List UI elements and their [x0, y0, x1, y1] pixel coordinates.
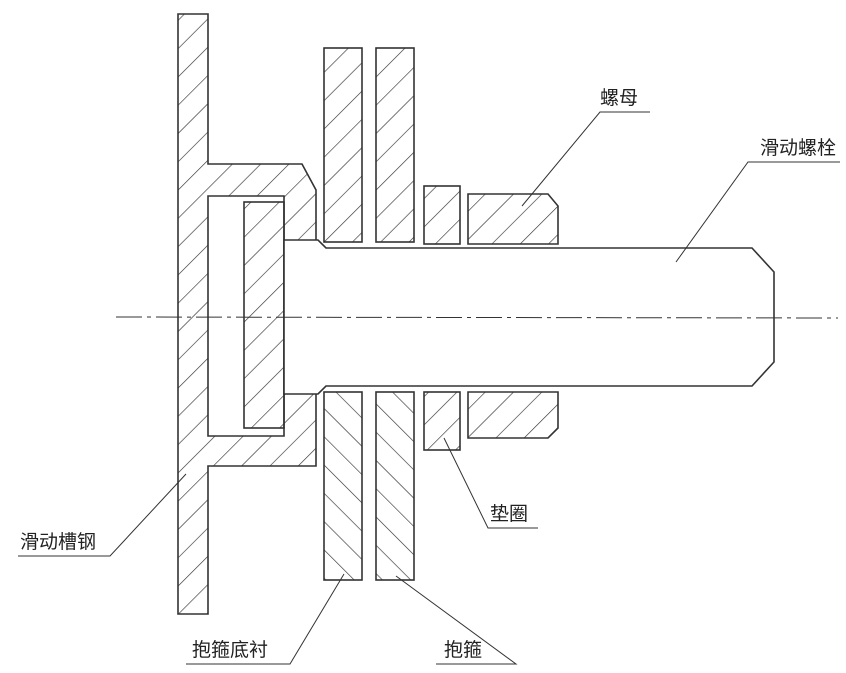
nut-lower	[467, 391, 559, 439]
sliding-channel-steel-label: 滑动槽钢	[20, 531, 96, 553]
hoop-lining-shape	[243, 201, 285, 429]
hoop-leader	[395, 575, 518, 665]
bolt-leader	[675, 161, 840, 263]
washer-upper	[423, 185, 461, 245]
hoop-lining-lower	[323, 391, 363, 581]
hoop-upper	[375, 47, 415, 243]
hoop-lining-leader	[186, 573, 345, 665]
washer-label: 垫圈	[490, 503, 528, 525]
hoop-label: 抱箍	[444, 639, 482, 661]
washer-lower	[423, 391, 461, 451]
nut-upper	[467, 193, 559, 245]
washer-leader	[443, 437, 538, 529]
hoop-lining-upper	[323, 47, 363, 243]
sliding-bolt-label: 滑动螺栓	[760, 137, 836, 159]
channel-leader	[18, 473, 187, 557]
center-line	[115, 316, 839, 319]
hoop-lower	[375, 391, 415, 581]
nut-label: 螺母	[600, 87, 638, 109]
sliding-bolt-shape	[283, 239, 775, 395]
hoop-lining-label: 抱箍底衬	[192, 639, 268, 661]
nut-leader	[521, 111, 650, 207]
